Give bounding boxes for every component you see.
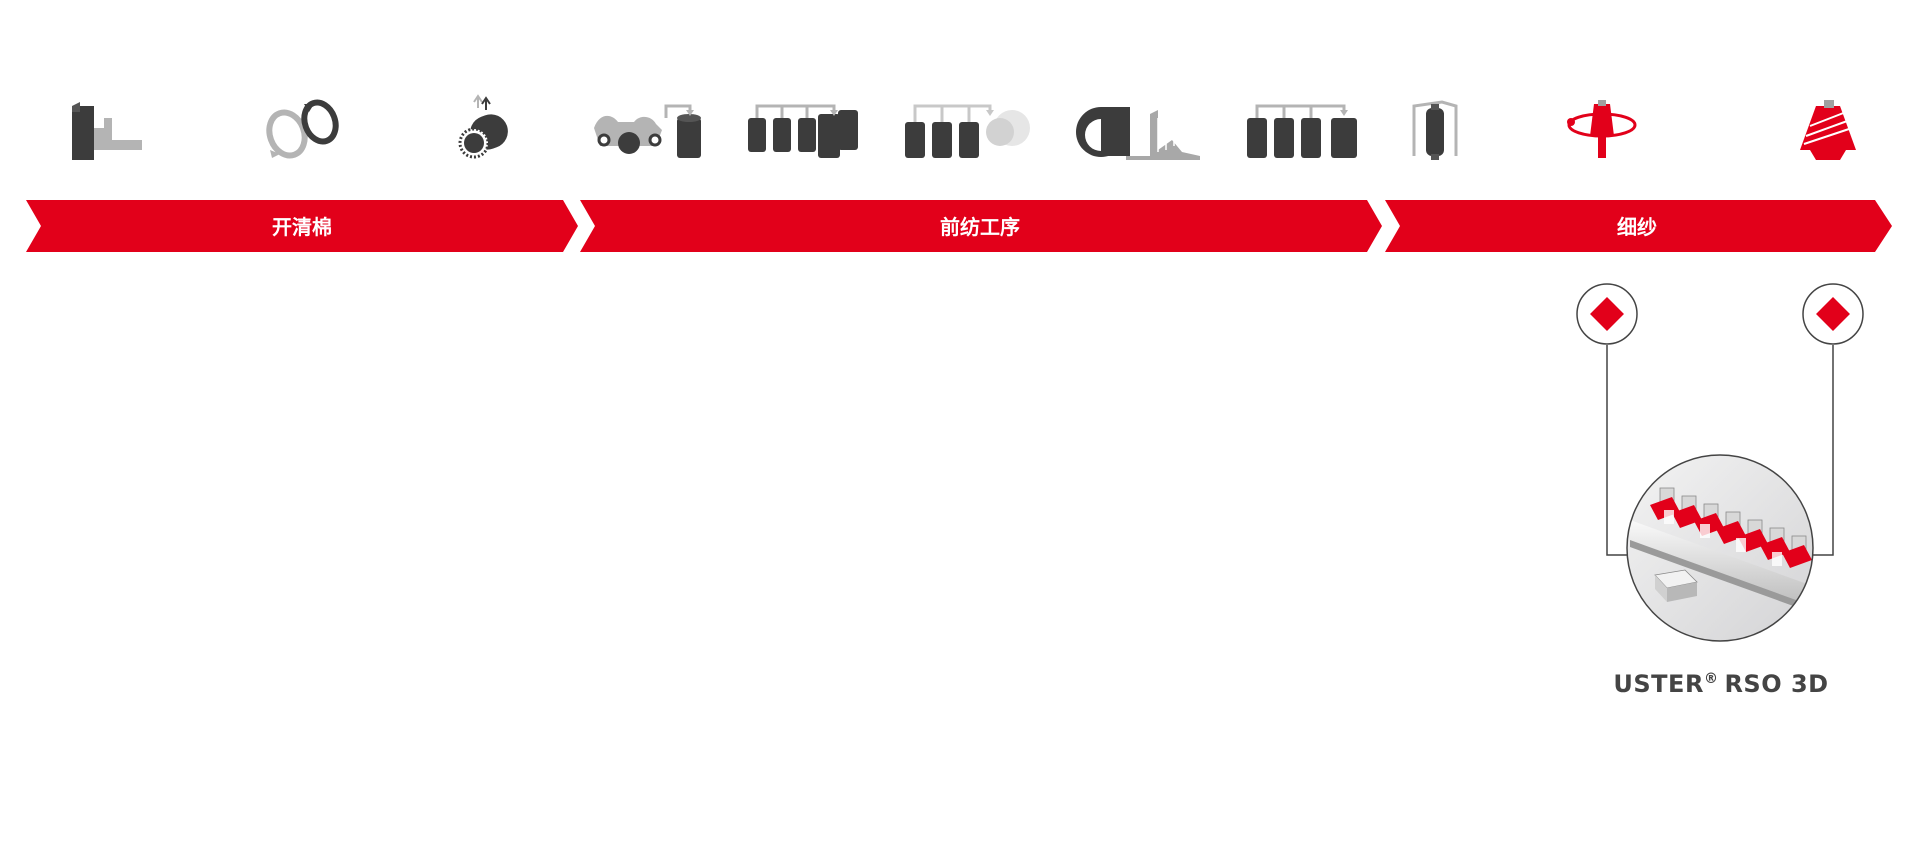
stage-label-opening: 开清棉 bbox=[272, 215, 332, 239]
product-brand: USTER bbox=[1613, 670, 1704, 698]
registered-mark: ® bbox=[1704, 671, 1719, 687]
product-label: USTER® RSO 3D bbox=[1613, 670, 1828, 698]
rso-3d-product-photo[interactable] bbox=[1620, 291, 1820, 650]
carding-machine-icon bbox=[594, 104, 701, 158]
stage-label-preparation: 前纺工序 bbox=[940, 215, 1020, 239]
stage-arrow-ring-spinning bbox=[1385, 200, 1892, 252]
finisher-draw-frame-icon bbox=[1247, 104, 1357, 158]
roving-bobbin-icon bbox=[1412, 100, 1458, 160]
diamond-icon bbox=[1816, 297, 1850, 331]
machine-icons-row bbox=[72, 94, 1856, 160]
cleaner-drum-icon bbox=[458, 94, 508, 159]
lap-former-icon bbox=[905, 104, 1030, 158]
connector-lines bbox=[1606, 345, 1834, 556]
stage-arrow-preparation bbox=[580, 200, 1382, 252]
ring-spindle-sensor-marker[interactable] bbox=[1576, 283, 1638, 345]
product-model: RSO 3D bbox=[1724, 670, 1828, 698]
blending-rings-icon bbox=[266, 99, 339, 159]
bale-opener-icon bbox=[72, 102, 142, 160]
process-arrow-band: 开清棉 前纺工序 细纱 bbox=[26, 200, 1892, 252]
yarn-cop-icon bbox=[1800, 100, 1856, 160]
diamond-icon bbox=[1590, 297, 1624, 331]
comber-icon bbox=[1076, 107, 1200, 160]
stage-label-ring-spinning: 细纱 bbox=[1617, 215, 1657, 239]
draw-frame-icon bbox=[748, 104, 858, 158]
stage-arrow-opening bbox=[26, 200, 578, 252]
yarn-cop-sensor-marker[interactable] bbox=[1802, 283, 1864, 345]
ring-spindle-icon bbox=[1567, 100, 1637, 158]
